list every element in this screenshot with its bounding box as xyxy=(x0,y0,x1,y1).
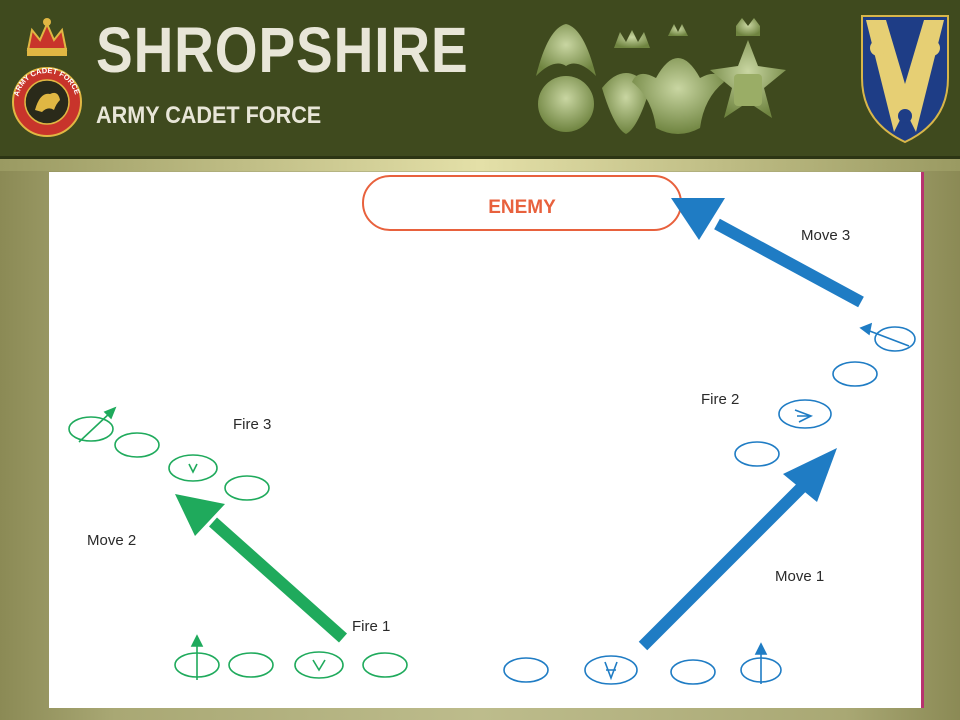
soldier-marker xyxy=(224,475,270,501)
soldier-marker xyxy=(168,454,218,482)
soldier-marker xyxy=(114,432,160,458)
soldier-marker xyxy=(670,659,716,685)
soldier-marker xyxy=(734,441,780,467)
soldier-marker xyxy=(832,361,878,387)
fire1-label: Fire 1 xyxy=(352,618,390,635)
move1-arrow xyxy=(638,448,837,651)
chevron-down-icon xyxy=(604,661,618,681)
chevron-down-icon xyxy=(312,659,326,672)
move2-label: Move 2 xyxy=(87,532,136,549)
chevron-down-icon xyxy=(188,463,198,474)
header-banner: ARMY CADET FORCE SHROPSHIRE ARMY CADET F… xyxy=(0,0,960,159)
arrow-diagonal-icon xyxy=(103,406,117,420)
regimental-crests-icon xyxy=(536,18,786,134)
fire3-label: Fire 3 xyxy=(233,416,271,433)
arrow-diagonal-icon xyxy=(859,322,873,336)
tactics-diagram: ENEMY Move 3 Fire 2 Fire 3 Move 2 Move 1… xyxy=(49,172,924,708)
shropshire-shield-icon: W xyxy=(861,14,949,144)
arrow-up-icon xyxy=(190,634,204,647)
soldier-marker xyxy=(503,657,549,683)
enemy-label: ENEMY xyxy=(488,197,556,218)
shield-letter: W xyxy=(905,14,906,15)
move3-label: Move 3 xyxy=(801,227,850,244)
move3-arrow xyxy=(671,198,864,308)
blue-team-bottom xyxy=(503,655,782,685)
arrow-diagonal-icon xyxy=(78,411,112,443)
chevron-right-icon xyxy=(794,409,813,423)
soldier-marker xyxy=(874,326,916,352)
arrow-diagonal-icon xyxy=(866,329,910,347)
page-title: SHROPSHIRE xyxy=(96,14,469,86)
green-team-bottom xyxy=(174,651,408,679)
move2-arrow xyxy=(175,494,347,643)
blue-team-right xyxy=(734,326,916,467)
fire2-label: Fire 2 xyxy=(701,391,739,408)
header-divider xyxy=(0,159,960,171)
arrow-up-icon xyxy=(754,642,768,655)
soldier-marker xyxy=(68,416,114,442)
move1-label: Move 1 xyxy=(775,568,824,585)
diagram-canvas: ENEMY Move 3 Fire 2 Fire 3 Move 2 Move 1… xyxy=(68,175,916,685)
green-team-upper xyxy=(68,416,270,501)
soldier-marker xyxy=(294,651,344,679)
cadet-force-badge-icon: ARMY CADET FORCE xyxy=(12,18,82,137)
soldier-marker xyxy=(362,652,408,678)
soldier-marker xyxy=(228,652,274,678)
enemy-position: ENEMY xyxy=(362,175,682,231)
page-subtitle: ARMY CADET FORCE xyxy=(96,102,322,129)
